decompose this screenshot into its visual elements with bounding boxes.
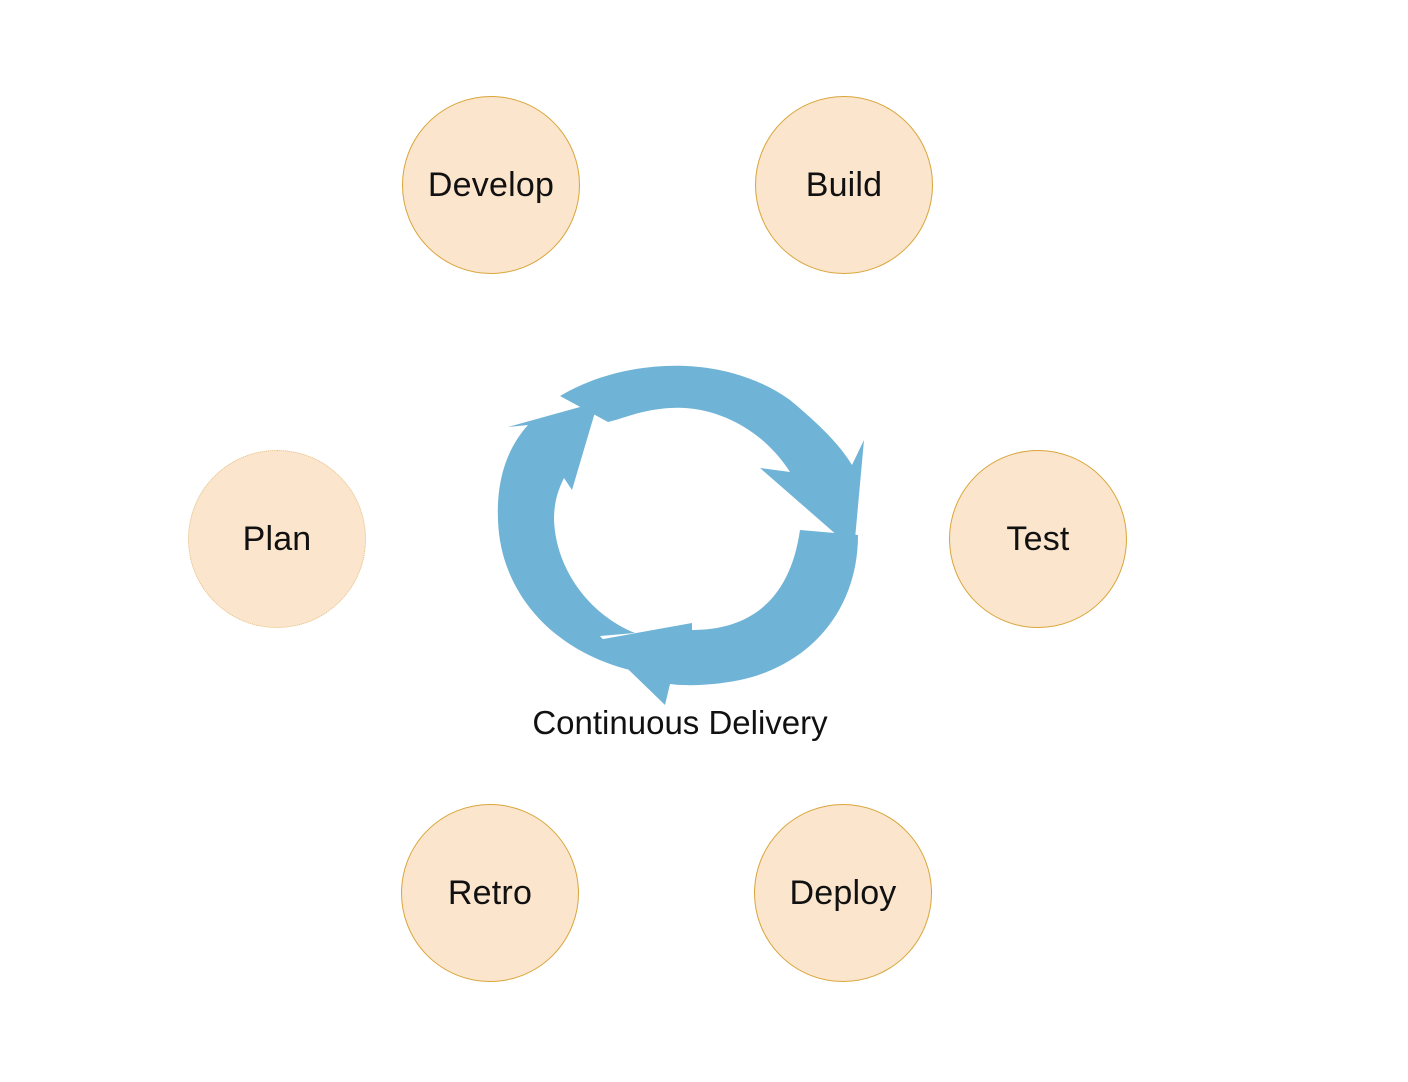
circular-arrows-icon xyxy=(497,365,864,705)
diagram-caption: Continuous Delivery xyxy=(532,704,828,741)
stage-label: Plan xyxy=(242,519,312,558)
stage-label: Retro xyxy=(447,873,533,912)
cycle-arrow-top xyxy=(560,365,864,550)
cycle-arrow-left xyxy=(497,402,635,670)
stage-label: Deploy xyxy=(789,873,897,912)
stage-label: Test xyxy=(1006,519,1070,558)
stage-build: Build xyxy=(755,96,933,274)
stage-label: Develop xyxy=(427,165,555,204)
stage-label: Build xyxy=(805,165,883,204)
stage-plan: Plan xyxy=(188,450,366,628)
stage-test: Test xyxy=(949,450,1127,628)
cycle-arrow-bottom xyxy=(598,530,858,705)
stage-deploy: Deploy xyxy=(754,804,932,982)
stage-develop: Develop xyxy=(402,96,580,274)
stage-retro: Retro xyxy=(401,804,579,982)
